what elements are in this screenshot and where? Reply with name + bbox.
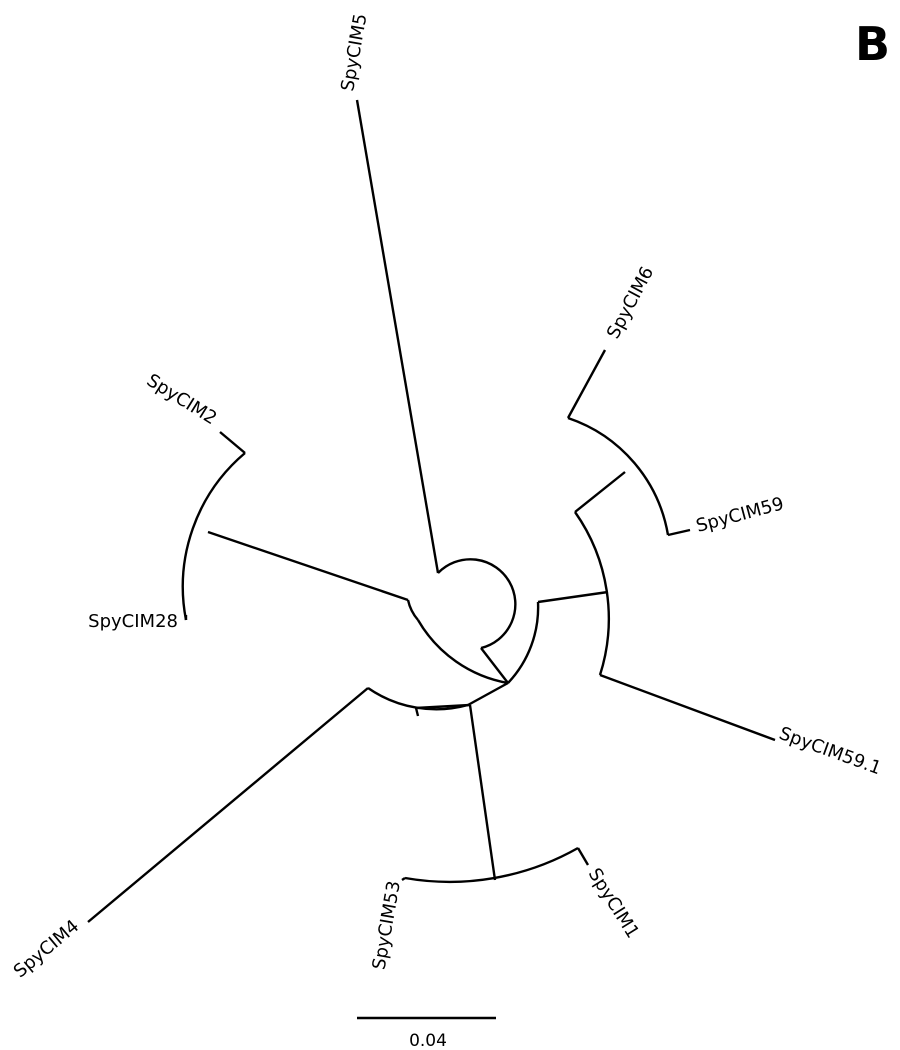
arc-lower-root (416, 619, 509, 685)
branch-subclade-6-59 (574, 471, 626, 513)
scale-bar-label: 0.04 (409, 1031, 447, 1050)
arc-subclade-6-59 (567, 416, 670, 536)
root-arc-lower (406, 599, 419, 621)
panel-label: B (855, 17, 890, 71)
branch-spycim4 (87, 687, 369, 923)
branch-spycim6 (566, 349, 607, 419)
connector-4-53 (415, 703, 471, 710)
arc-inner-right (507, 601, 540, 684)
branch-spycim59-1 (599, 673, 776, 742)
branch-spycim5 (355, 99, 440, 574)
leaf-label-spycim5: SpyCIM5 (337, 12, 371, 93)
leaf-label-spycim59: SpyCIM59 (694, 493, 786, 537)
leaf-label-spycim4: SpyCIM4 (10, 916, 84, 982)
arc-right-clade (574, 511, 610, 676)
branch-1-53-stem (468, 704, 497, 881)
branch-right-clade (537, 590, 609, 604)
branch-spycim2 (219, 431, 246, 454)
branch-inner-root (480, 647, 509, 684)
branch-lower-stem (467, 681, 509, 707)
leaf-label-spycim6: SpyCIM6 (603, 263, 658, 342)
branch-spycim53 (401, 877, 406, 881)
leaf-label-spycim28: SpyCIM28 (88, 611, 178, 632)
arc-1-53 (404, 846, 579, 883)
branch-spycim1 (576, 847, 590, 866)
branch-spycim59 (667, 528, 691, 537)
root-arc (437, 558, 517, 650)
leaf-label-spycim53: SpyCIM53 (369, 879, 405, 971)
arc-lower-connector (414, 707, 420, 717)
branch-left-clade (207, 530, 409, 602)
leaf-label-spycim1: SpyCIM1 (584, 865, 643, 943)
leaf-label-spycim2: SpyCIM2 (143, 370, 221, 429)
arc-left-clade (181, 452, 246, 621)
leaf-label-spycim59-1: SpyCIM59.1 (776, 723, 884, 779)
